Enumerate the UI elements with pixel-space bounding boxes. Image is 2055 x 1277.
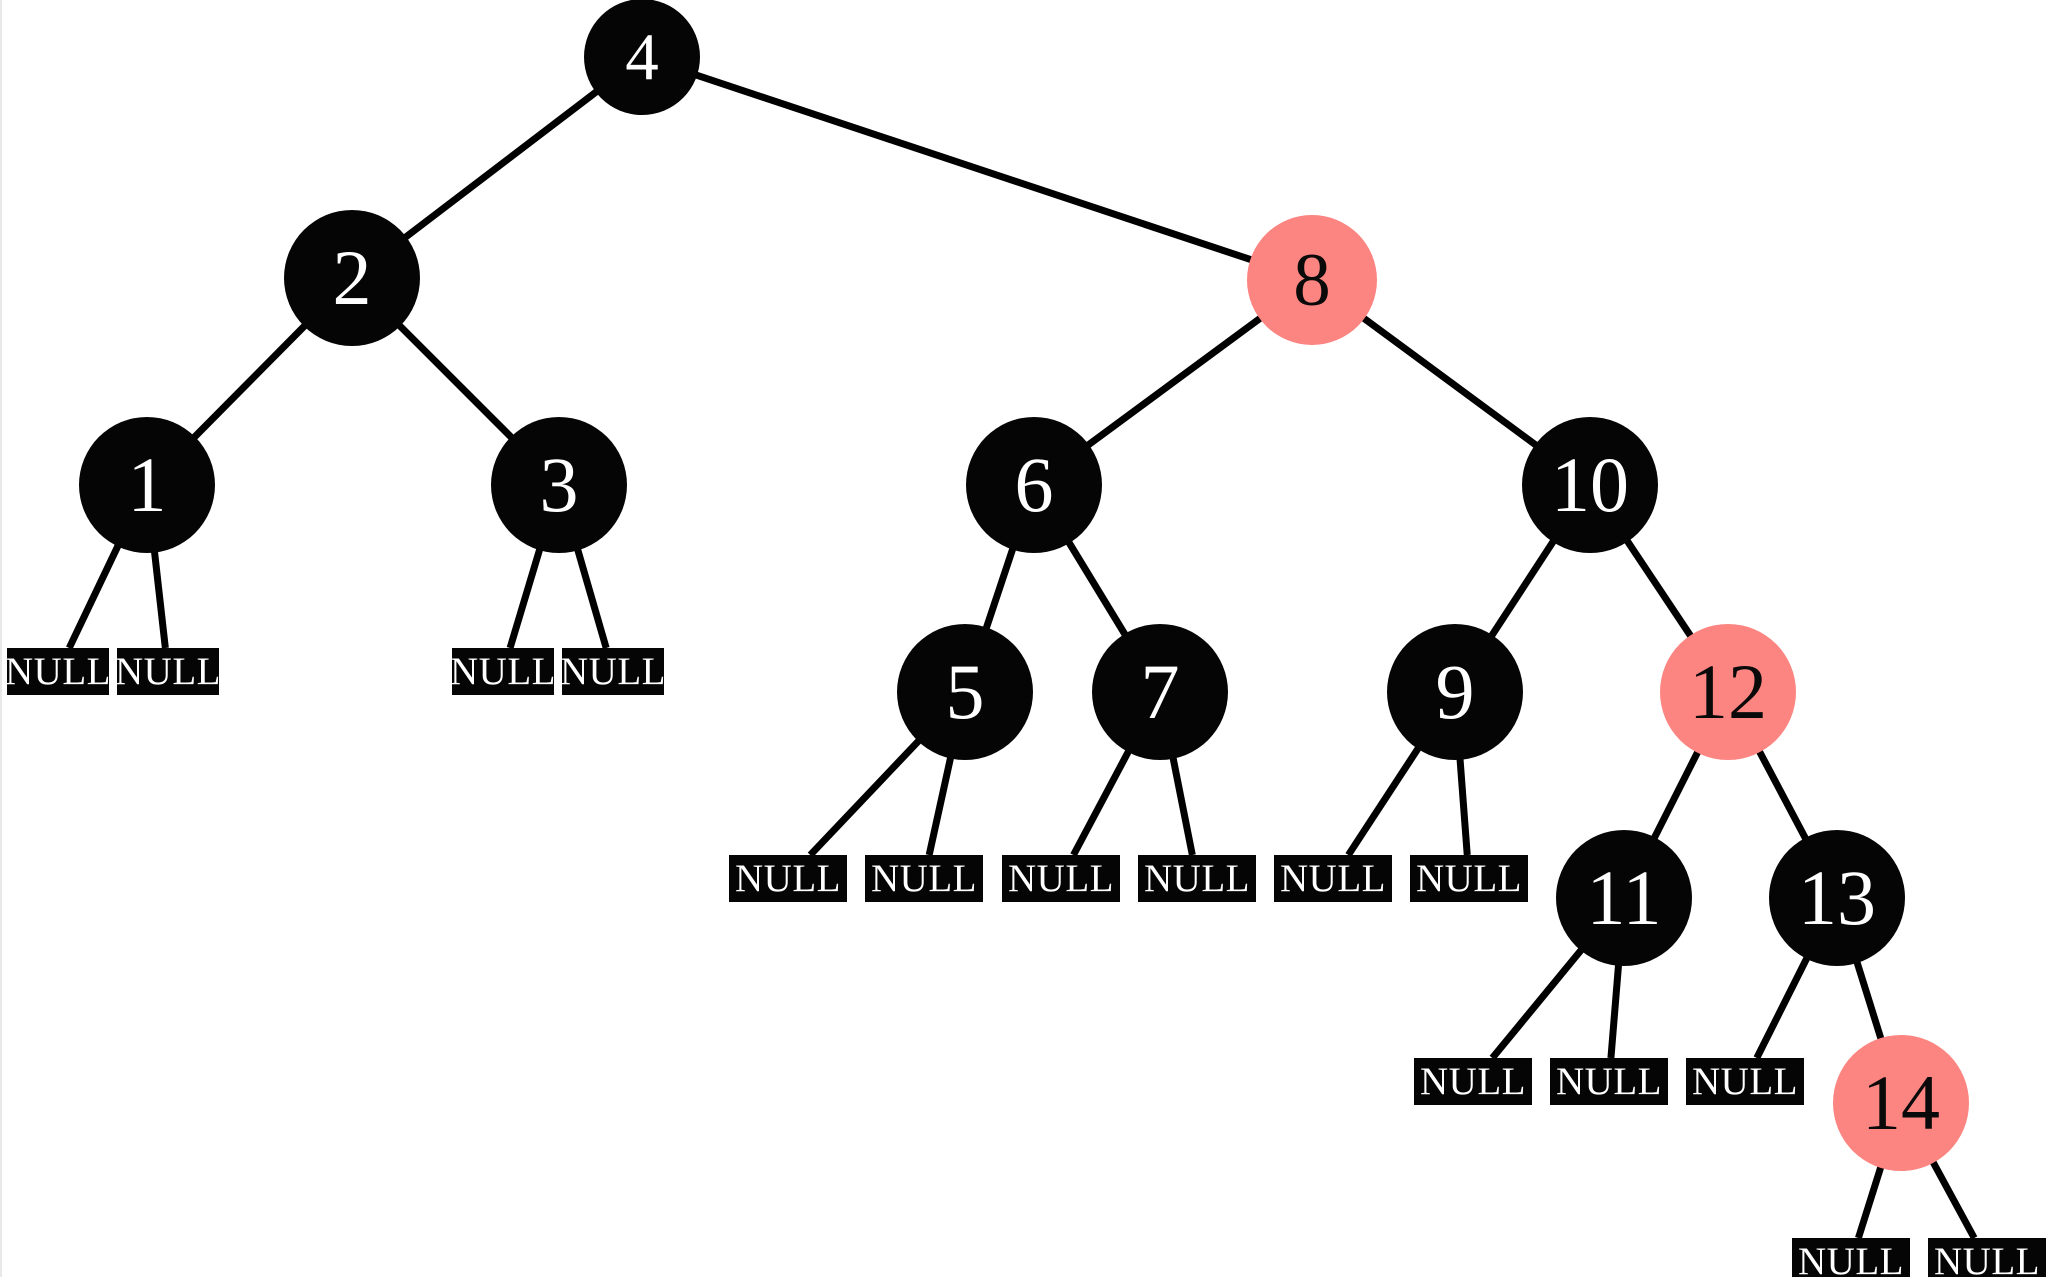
tree-node-13[interactable]: 13 bbox=[1769, 830, 1905, 966]
tree-edge bbox=[573, 547, 610, 649]
tree-node-5[interactable]: 5 bbox=[897, 624, 1033, 760]
null-leaf-label: NULL bbox=[5, 650, 111, 693]
null-leaf: NULL bbox=[1274, 855, 1392, 902]
null-leaf-label: NULL bbox=[560, 650, 666, 693]
tree-node-label: 8 bbox=[1293, 238, 1331, 322]
null-leaf: NULL bbox=[729, 855, 847, 902]
tree-edge bbox=[1607, 963, 1623, 1059]
null-leaf-label: NULL bbox=[735, 857, 841, 900]
null-leaf-label: NULL bbox=[1416, 857, 1522, 900]
tree-edge bbox=[1755, 748, 1810, 842]
null-leaf-label: NULL bbox=[1556, 1060, 1662, 1103]
tree-node-label: 5 bbox=[945, 648, 985, 735]
tree-edge bbox=[1929, 1159, 1978, 1240]
null-leaf: NULL bbox=[5, 648, 111, 695]
tree-node-label: 13 bbox=[1798, 854, 1876, 941]
null-leaf: NULL bbox=[1414, 1058, 1532, 1105]
tree-edge bbox=[694, 71, 1254, 264]
null-leaf: NULL bbox=[1792, 1238, 1910, 1277]
tree-node-label: 14 bbox=[1862, 1059, 1940, 1146]
tree-edge bbox=[1169, 756, 1196, 856]
tree-node-label: 3 bbox=[539, 441, 579, 528]
tree-edge bbox=[925, 755, 955, 856]
tree-edge bbox=[1085, 314, 1264, 449]
null-leaf-label: NULL bbox=[1934, 1240, 2040, 1277]
tree-node-label: 4 bbox=[625, 19, 659, 94]
tree-edge bbox=[506, 547, 544, 650]
tree-node-9[interactable]: 9 bbox=[1387, 624, 1523, 760]
tree-edge bbox=[1345, 745, 1422, 857]
null-leaf-label: NULL bbox=[871, 857, 977, 900]
null-leaf: NULL bbox=[865, 855, 983, 902]
tree-edge bbox=[150, 550, 169, 649]
null-leaf: NULL bbox=[1002, 855, 1120, 902]
null-leaf: NULL bbox=[450, 648, 556, 695]
tree-node-label: 10 bbox=[1551, 441, 1629, 528]
null-leaf: NULL bbox=[115, 648, 221, 695]
tree-edge bbox=[402, 88, 600, 241]
tree-node-2[interactable]: 2 bbox=[284, 210, 420, 346]
tree-edge bbox=[396, 322, 515, 441]
tree-edge bbox=[1753, 955, 1811, 1060]
null-leaf: NULL bbox=[1410, 855, 1528, 902]
null-leaf-label: NULL bbox=[1144, 857, 1250, 900]
tree-edge bbox=[1855, 1164, 1885, 1240]
tree-edge bbox=[66, 543, 122, 650]
tree-edge bbox=[1070, 748, 1133, 857]
tree-node-label: 9 bbox=[1435, 648, 1475, 735]
tree-edge bbox=[1623, 537, 1695, 640]
null-leaf: NULL bbox=[1686, 1058, 1804, 1105]
null-leaf-label: NULL bbox=[1008, 857, 1114, 900]
tree-node-1[interactable]: 1 bbox=[79, 417, 215, 553]
tree-node-label: 7 bbox=[1140, 648, 1180, 735]
tree-node-label: 11 bbox=[1586, 854, 1662, 941]
tree-node-label: 12 bbox=[1689, 648, 1767, 735]
tree-node-14[interactable]: 14 bbox=[1833, 1035, 1969, 1171]
tree-node-label: 6 bbox=[1014, 441, 1054, 528]
tree-edge bbox=[1360, 314, 1539, 449]
null-leaf: NULL bbox=[1138, 855, 1256, 902]
null-leaf-label: NULL bbox=[1420, 1060, 1526, 1103]
null-leaf-label: NULL bbox=[450, 650, 556, 693]
tree-node-label: 1 bbox=[127, 441, 167, 528]
tree-node-7[interactable]: 7 bbox=[1092, 624, 1228, 760]
tree-edge bbox=[807, 737, 923, 858]
tree-node-label: 2 bbox=[332, 234, 372, 321]
null-leaf: NULL bbox=[1550, 1058, 1668, 1105]
tree-node-6[interactable]: 6 bbox=[966, 417, 1102, 553]
tree-edge bbox=[1650, 749, 1702, 841]
tree-edge bbox=[982, 546, 1017, 631]
tree-edge bbox=[190, 322, 309, 441]
tree-node-4[interactable]: 4 bbox=[584, 0, 700, 115]
tree-edge bbox=[1456, 757, 1471, 856]
null-leaf-label: NULL bbox=[1798, 1240, 1904, 1277]
null-leaf-label: NULL bbox=[1692, 1060, 1798, 1103]
null-leaf-label: NULL bbox=[1280, 857, 1386, 900]
tree-edge bbox=[1065, 539, 1129, 638]
null-leaf-label: NULL bbox=[115, 650, 221, 693]
tree-edge bbox=[1489, 946, 1585, 1061]
tree-node-10[interactable]: 10 bbox=[1522, 417, 1658, 553]
tree-node-8[interactable]: 8 bbox=[1247, 215, 1377, 345]
tree-node-12[interactable]: 12 bbox=[1660, 624, 1796, 760]
tree-edge bbox=[1853, 959, 1885, 1042]
tree-edge bbox=[1488, 538, 1557, 639]
null-leaf: NULL bbox=[560, 648, 666, 695]
tree-node-3[interactable]: 3 bbox=[491, 417, 627, 553]
null-leaf: NULL bbox=[1928, 1238, 2046, 1277]
tree-node-11[interactable]: 11 bbox=[1556, 830, 1692, 966]
